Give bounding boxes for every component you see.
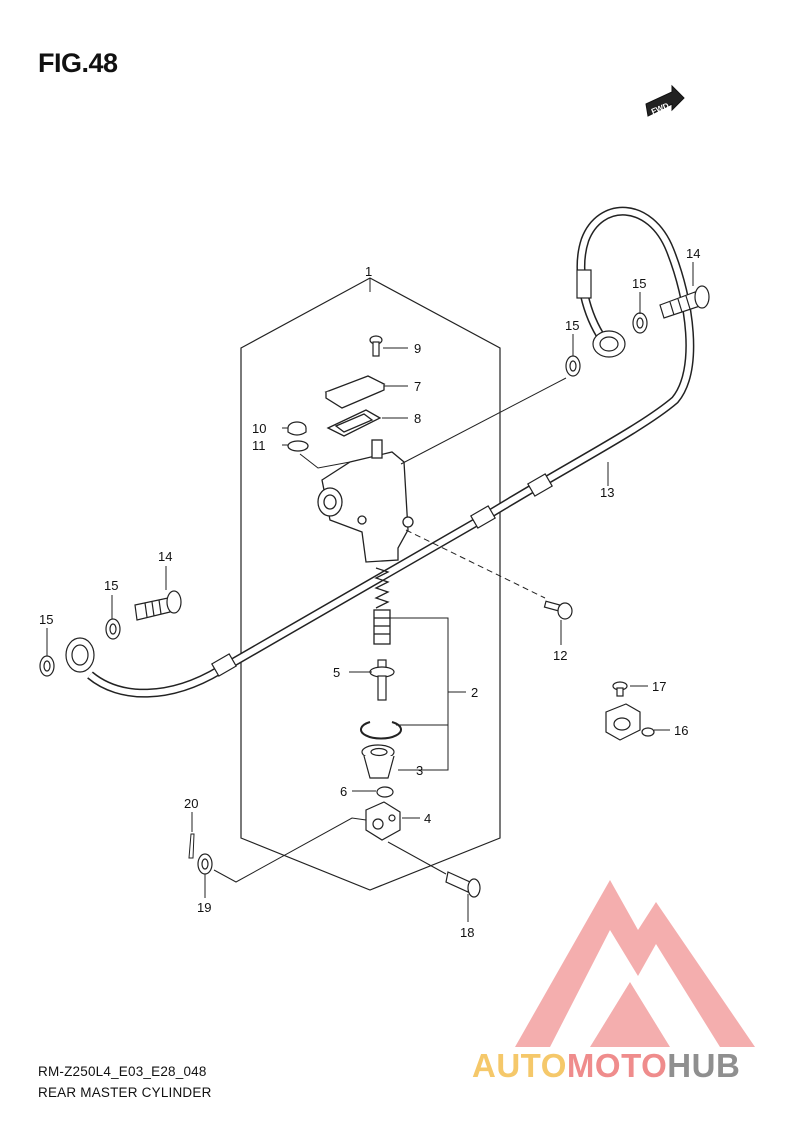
callout-7: 7 [414, 379, 421, 394]
callout-19: 19 [197, 900, 211, 915]
callout-8: 8 [414, 411, 421, 426]
automotohub-logo [515, 880, 755, 1047]
leader-lines [46, 262, 694, 922]
screw-17 [612, 681, 628, 697]
callout-14-right: 14 [686, 246, 700, 261]
brake-hose [87, 206, 695, 698]
banjo-end-left [65, 637, 95, 673]
callout-5: 5 [333, 665, 340, 680]
watermark-part-moto: MOTO [566, 1047, 668, 1084]
clevis-pin-18 [445, 871, 481, 898]
banjo-end-right [592, 330, 626, 358]
callout-13: 13 [600, 485, 614, 500]
bolt-12 [543, 600, 573, 620]
watermark-text: AUTOMOTOHUB [472, 1047, 740, 1085]
cotter-pin-20 [188, 833, 195, 859]
hose-guide-16 [605, 703, 655, 741]
callout-15-left: 15 [104, 578, 118, 593]
callout-15-far-left: 15 [39, 612, 53, 627]
callout-2: 2 [471, 685, 478, 700]
push-rod-5 [369, 659, 395, 701]
callout-4: 4 [424, 811, 431, 826]
callout-16: 16 [674, 723, 688, 738]
union-bolt-left [134, 590, 182, 621]
fwd-arrow-icon: FWD [645, 84, 685, 117]
union-bolt-right [659, 285, 710, 319]
cap-10 [287, 421, 307, 436]
callout-1: 1 [365, 264, 372, 279]
callout-17: 17 [652, 679, 666, 694]
reservoir-cover [324, 375, 386, 409]
watermark-part-auto: AUTO [472, 1047, 567, 1084]
boot-3 [361, 744, 395, 779]
clevis-4 [365, 801, 401, 841]
callout-20: 20 [184, 796, 198, 811]
callout-15-right: 15 [632, 276, 646, 291]
screw-9 [369, 335, 383, 357]
master-cylinder-body [317, 439, 414, 563]
watermark-part-hub: HUB [667, 1047, 741, 1084]
callout-18: 18 [460, 925, 474, 940]
callout-14-left: 14 [158, 549, 172, 564]
figure-title: FIG.48 [38, 48, 118, 78]
callout-6: 6 [340, 784, 347, 799]
callout-3: 3 [416, 763, 423, 778]
callout-12: 12 [553, 648, 567, 663]
o-ring-11 [287, 440, 309, 452]
circlip [360, 721, 402, 740]
callout-10: 10 [252, 421, 266, 436]
reservoir-diaphragm [326, 409, 382, 437]
nut-6 [376, 786, 394, 798]
callout-15-mid: 15 [565, 318, 579, 333]
piston-spring [373, 567, 391, 645]
callout-labels: 1 2 3 4 5 6 7 8 9 10 11 12 13 14 14 15 1… [39, 246, 700, 940]
callout-11: 11 [252, 438, 266, 453]
section-name: REAR MASTER CYLINDER [38, 1085, 212, 1100]
model-code: RM-Z250L4_E03_E28_048 [38, 1064, 207, 1079]
callout-9: 9 [414, 341, 421, 356]
